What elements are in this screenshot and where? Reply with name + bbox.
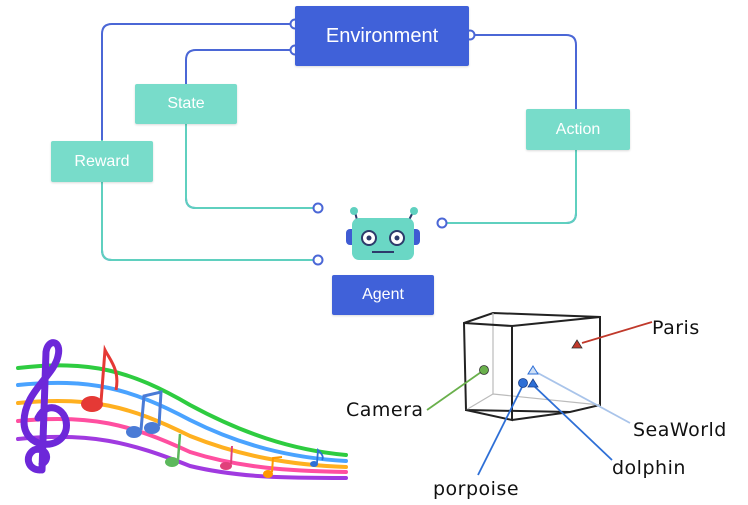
- paris-point: [571, 339, 583, 349]
- environment-box: Environment: [295, 6, 469, 66]
- dolphin-point: [527, 378, 539, 388]
- music-art: [16, 339, 348, 480]
- agent-port-state: [312, 202, 324, 214]
- music-notes-icon: [81, 344, 324, 478]
- camera-leader: [426, 369, 485, 411]
- treble-clef-icon: [20, 339, 70, 474]
- rainbow-staff-lines: [16, 363, 348, 480]
- agent-port-reward: [312, 254, 324, 266]
- agent-box: Agent: [332, 275, 434, 315]
- state-connector-teal: [185, 120, 318, 209]
- dolphin-leader: [533, 385, 613, 461]
- camera-label: Camera: [346, 399, 424, 421]
- porpoise-label: porpoise: [433, 478, 520, 500]
- reward-box: Reward: [51, 141, 153, 182]
- paris-label: Paris: [652, 317, 700, 339]
- action-box: Action: [526, 109, 630, 150]
- seaworld-point: [527, 365, 539, 375]
- robot-icon: [346, 207, 420, 260]
- state-box: State: [135, 84, 237, 124]
- state-connector: [185, 49, 318, 209]
- paris-leader: [581, 321, 653, 344]
- action-connector-teal: [442, 130, 577, 224]
- reward-connector-teal: [101, 140, 318, 261]
- porpoise-leader: [477, 384, 524, 476]
- seaworld-leader: [535, 371, 631, 424]
- porpoise-point: [518, 378, 528, 388]
- camera-point: [479, 365, 489, 375]
- dolphin-label: dolphin: [612, 457, 686, 479]
- agent-port-action: [436, 217, 448, 229]
- seaworld-label: SeaWorld: [633, 419, 727, 441]
- embedding-cube: [462, 311, 601, 422]
